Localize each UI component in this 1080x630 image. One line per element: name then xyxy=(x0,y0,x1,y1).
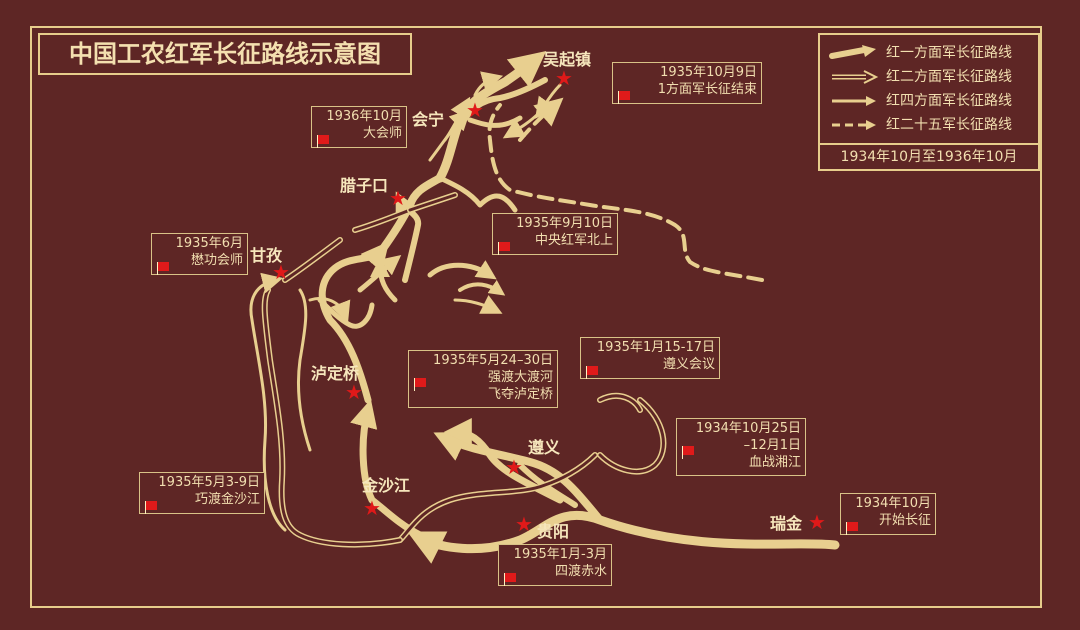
event-desc: 开始长征 xyxy=(878,513,931,528)
star-icon: ★ xyxy=(272,260,290,284)
event-desc: 1方面军长征结束 xyxy=(657,82,757,97)
star-icon: ★ xyxy=(515,512,533,536)
event-xiangjiang: 1934年10月25日 –12月1日 血战湘江 xyxy=(676,418,806,476)
event-grand-meeting: 1936年10月 大会师 xyxy=(311,106,407,148)
city-zunyi: 遵义 xyxy=(528,438,561,457)
hollow-arrow-icon xyxy=(832,70,879,84)
event-chishui: 1935年1月-3月 四渡赤水 xyxy=(498,544,612,586)
city-ludingqiao: 泸定桥 xyxy=(311,364,360,383)
event-desc: 大会师 xyxy=(362,126,402,141)
star-icon: ★ xyxy=(808,510,826,534)
dashed-arrow-icon xyxy=(832,120,876,130)
event-date: 1935年10月9日 xyxy=(660,65,757,80)
legend-label: 红二方面军长征路线 xyxy=(886,69,1012,85)
red-flag-icon xyxy=(586,366,598,379)
legend-period: 1934年10月至1936年10月 xyxy=(840,149,1018,165)
city-lazikou: 腊子口 xyxy=(340,176,389,195)
event-zunyi-meeting: 1935年1月15-17日 遵义会议 xyxy=(580,337,720,379)
city-wuqizhen: 吴起镇 xyxy=(543,50,592,69)
event-jinsha-crossing: 1935年5月3-9日 巧渡金沙江 xyxy=(139,472,265,514)
map-frame xyxy=(30,26,1042,608)
red-flag-icon xyxy=(846,522,858,535)
city-huining: 会宁 xyxy=(412,110,445,129)
red-flag-icon xyxy=(317,135,329,148)
event-desc: 遵义会议 xyxy=(662,357,715,372)
red-flag-icon xyxy=(414,378,426,391)
city-ruijin: 瑞金 xyxy=(770,514,803,533)
event-desc: 血战湘江 xyxy=(748,455,801,470)
bold-arrow-icon xyxy=(829,45,876,59)
event-date: 1935年9月10日 xyxy=(516,216,613,231)
red-flag-icon xyxy=(157,262,169,275)
event-date: 1935年1月15-17日 xyxy=(596,340,715,355)
event-desc: 中央红军北上 xyxy=(534,233,613,248)
event-date: 1936年10月 xyxy=(326,109,402,124)
red-flag-icon xyxy=(618,91,630,104)
star-icon: ★ xyxy=(505,455,523,479)
star-icon: ★ xyxy=(555,66,573,90)
event-desc: 巧渡金沙江 xyxy=(194,492,260,507)
legend-label: 红二十五军长征路线 xyxy=(886,117,1012,133)
legend-item: 红四方面军长征路线 xyxy=(828,91,1038,111)
red-flag-icon xyxy=(145,501,157,514)
city-ganzi: 甘孜 xyxy=(250,246,283,265)
thin-arrow-icon xyxy=(832,96,876,106)
event-date: 1935年6月 xyxy=(175,236,243,251)
legend-label: 红一方面军长征路线 xyxy=(886,45,1012,61)
event-date: 1935年1月-3月 xyxy=(513,547,607,562)
event-desc: 四渡赤水 xyxy=(554,564,607,579)
event-dadu: 1935年5月24–30日 强渡大渡河 飞夺泸定桥 xyxy=(408,350,558,408)
event-date: 1935年5月24–30日 xyxy=(433,353,553,368)
star-icon: ★ xyxy=(363,496,381,520)
legend: 红一方面军长征路线 红二方面军长征路线 红四方面军长征路线 红二十五军长征路线 … xyxy=(818,33,1040,171)
map-title: 中国工农红军长征路线示意图 xyxy=(69,39,381,68)
event-date: 1934年10月25日 xyxy=(695,421,801,436)
legend-item: 红二方面军长征路线 xyxy=(828,67,1038,87)
event-north: 1935年9月10日 中央红军北上 xyxy=(492,213,618,255)
red-flag-icon xyxy=(682,446,694,459)
event-start: 1934年10月 开始长征 xyxy=(840,493,936,535)
city-guiyang: 贵阳 xyxy=(537,522,570,541)
event-desc: 懋功会师 xyxy=(190,253,243,268)
event-date: 1935年5月3-9日 xyxy=(158,475,260,490)
legend-divider xyxy=(820,143,1038,145)
red-25th-army-route xyxy=(487,97,764,282)
city-jinshajiang: 金沙江 xyxy=(362,476,411,495)
event-desc: 飞夺泸定桥 xyxy=(487,387,553,402)
event-end-march: 1935年10月9日 1方面军长征结束 xyxy=(612,62,762,104)
event-desc: 强渡大渡河 xyxy=(487,370,553,385)
legend-item: 红一方面军长征路线 xyxy=(828,43,1038,63)
title-box: 中国工农红军长征路线示意图 xyxy=(38,33,412,75)
star-icon: ★ xyxy=(466,98,484,122)
star-icon: ★ xyxy=(345,380,363,404)
event-maogong: 1935年6月 懋功会师 xyxy=(151,233,248,275)
star-icon: ★ xyxy=(389,186,407,210)
red-second-army-route xyxy=(261,192,667,548)
legend-label: 红四方面军长征路线 xyxy=(886,93,1012,109)
legend-item: 红二十五军长征路线 xyxy=(828,115,1038,135)
red-flag-icon xyxy=(498,242,510,255)
event-date: 1934年10月 xyxy=(855,496,931,511)
event-desc: –12月1日 xyxy=(743,438,801,453)
red-flag-icon xyxy=(504,573,516,586)
